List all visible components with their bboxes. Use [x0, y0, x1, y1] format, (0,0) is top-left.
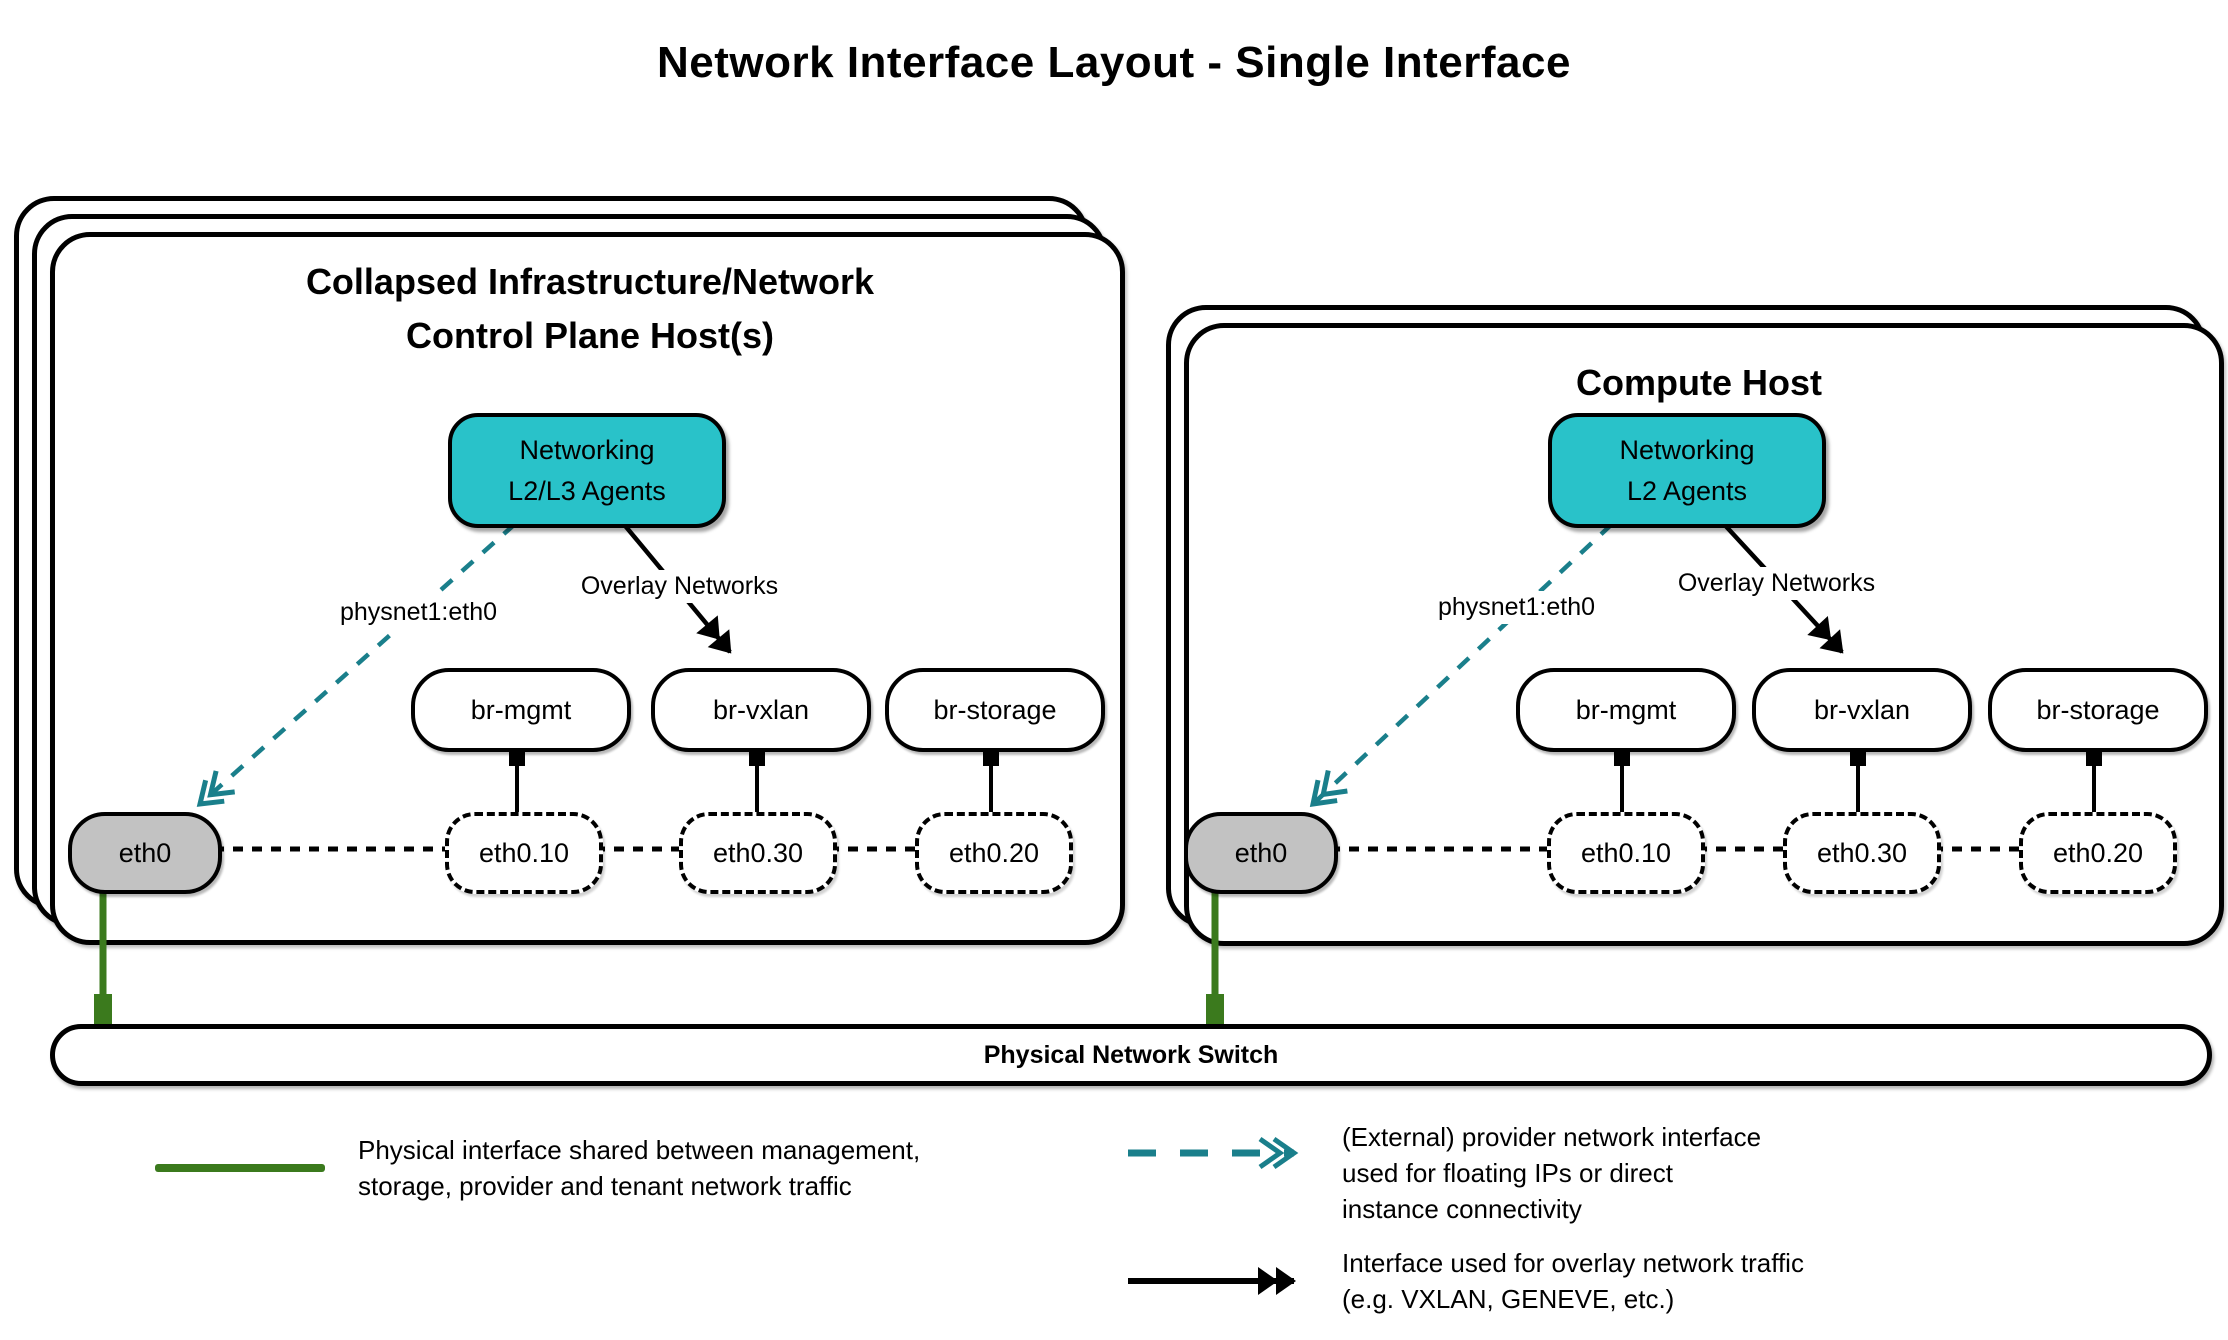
legend-provider-arrow-swatch — [1128, 1136, 1299, 1170]
control-plane-eth0-20-node: eth0.20 — [915, 812, 1073, 894]
legend-physical-interface-text: Physical interface shared between manage… — [358, 1135, 921, 1201]
compute-br-vxlan-node: br-vxlan — [1752, 668, 1972, 752]
compute-eth0-10-node: eth0.10 — [1547, 812, 1705, 894]
compute-eth0-20-node: eth0.20 — [2019, 812, 2177, 894]
control-plane-eth0-node: eth0 — [68, 812, 222, 894]
compute-networking-agents-node: Networking L2 Agents — [1548, 413, 1826, 528]
control-plane-networking-agents-node: Networking L2/L3 Agents — [448, 413, 726, 528]
legend-provider-interface-text: (External) provider network interface us… — [1342, 1122, 1762, 1224]
control-plane-provider-edge-label: physnet1:eth0 — [322, 596, 515, 629]
compute-br-storage-node: br-storage — [1988, 668, 2208, 752]
compute-eth0-node: eth0 — [1184, 812, 1338, 894]
control-plane-eth0-10-node: eth0.10 — [445, 812, 603, 894]
compute-eth0-30-node: eth0.30 — [1783, 812, 1941, 894]
control-plane-br-mgmt-node: br-mgmt — [411, 668, 631, 752]
control-plane-overlay-edge-label: Overlay Networks — [563, 570, 796, 603]
compute-host-title: Compute Host — [1576, 362, 1822, 403]
compute-provider-edge-label: physnet1:eth0 — [1420, 591, 1613, 624]
legend-overlay-arrow-swatch — [1128, 1267, 1296, 1295]
legend-green-line-swatch — [155, 1164, 325, 1172]
diagram-title: Network Interface Layout - Single Interf… — [657, 38, 1571, 87]
control-plane-host-title: Collapsed Infrastructure/Network Control… — [305, 261, 875, 356]
physical-network-switch-label: Physical Network Switch — [983, 1040, 1279, 1069]
control-plane-br-vxlan-node: br-vxlan — [651, 668, 871, 752]
legend-overlay-interface-text: Interface used for overlay network traff… — [1342, 1248, 1804, 1314]
control-plane-br-storage-node: br-storage — [885, 668, 1105, 752]
compute-overlay-edge-label: Overlay Networks — [1660, 567, 1893, 600]
compute-br-mgmt-node: br-mgmt — [1516, 668, 1736, 752]
control-plane-eth0-30-node: eth0.30 — [679, 812, 837, 894]
physical-network-switch-bar: Physical Network Switch — [50, 1024, 2212, 1086]
